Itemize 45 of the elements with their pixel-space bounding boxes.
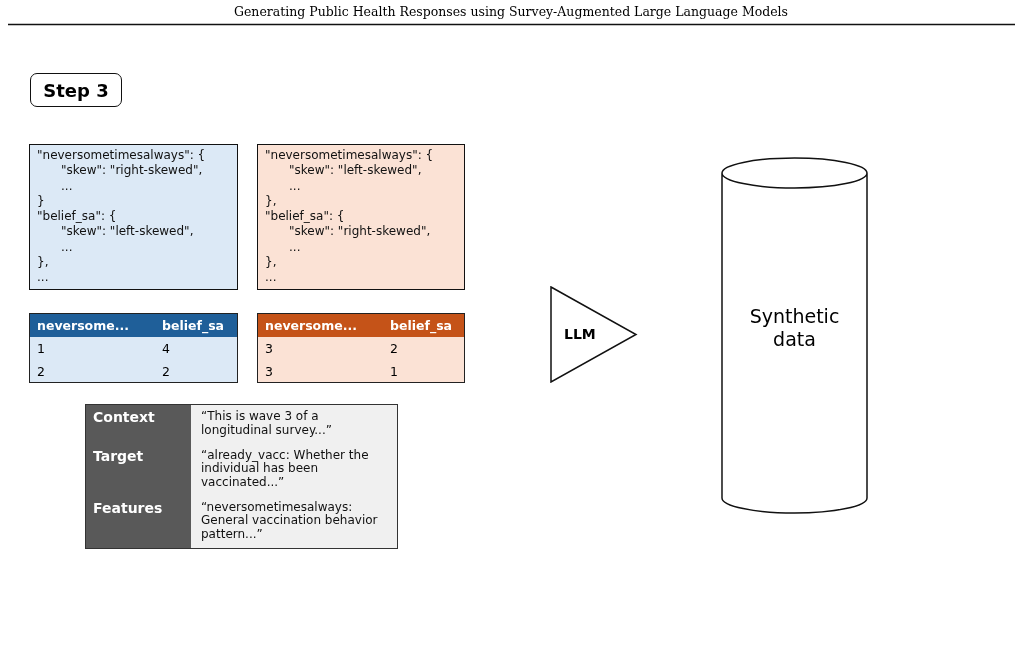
column-header: neversome... xyxy=(258,314,383,337)
data-table xyxy=(257,313,465,383)
code-line: ... xyxy=(60,239,73,256)
step-label: Step 3 xyxy=(30,73,122,107)
column-header: belief_sa xyxy=(155,314,237,337)
code-line: "skew": "right-skewed", xyxy=(60,163,203,179)
prompt-description: “neversometimesalways: General vaccination behavior pattern...” xyxy=(191,495,397,548)
table-value: 1 xyxy=(389,363,399,381)
code-line: "skew": "left-skewed", xyxy=(288,163,422,179)
code-line: "belief_sa": { xyxy=(265,209,345,225)
prompt-description: “already_vacc: Whether the individual has been vaccinated...” xyxy=(191,443,397,496)
table-value: 3 xyxy=(264,363,274,381)
code-line: "neversometimesalways": { xyxy=(37,148,206,164)
table-value: 4 xyxy=(161,340,171,358)
code-line: "belief_sa": { xyxy=(37,209,117,225)
code-line: }, xyxy=(37,255,49,271)
data-table xyxy=(29,313,238,383)
column-header: neversome... xyxy=(30,314,155,337)
code-line: } xyxy=(37,193,45,210)
code-line: ... xyxy=(265,270,277,286)
code-line: }, xyxy=(265,193,277,210)
prompt-table xyxy=(85,404,398,549)
row-label: Context xyxy=(86,405,191,444)
json-code-box xyxy=(257,144,465,290)
code-line: }, xyxy=(265,255,277,271)
json-code-box xyxy=(29,144,238,290)
table-value: 1 xyxy=(36,340,46,358)
code-line: "neversometimesalways": { xyxy=(265,148,434,164)
code-line: ... xyxy=(288,239,301,256)
code-line: "skew": "right-skewed", xyxy=(288,224,431,240)
table-value: 3 xyxy=(264,340,274,358)
column-header: belief_sa xyxy=(383,314,464,337)
row-label: Target xyxy=(86,443,191,496)
table-value: 2 xyxy=(36,363,46,381)
code-line: ... xyxy=(37,270,49,286)
page-header: Generating Public Health Responses using Survey-Augmented Large Language Models xyxy=(232,4,790,19)
database-label: Synthetic data xyxy=(748,305,841,351)
code-line: "skew": "left-skewed", xyxy=(60,224,194,240)
code-line: ... xyxy=(60,178,73,194)
prompt-description: “This is wave 3 of a longitudinal survey...” xyxy=(191,405,397,444)
model-label: LLM xyxy=(564,325,596,342)
table-value: 2 xyxy=(161,363,171,381)
code-line: ... xyxy=(288,178,301,194)
table-value: 2 xyxy=(389,340,399,358)
row-label: Features xyxy=(86,495,191,548)
